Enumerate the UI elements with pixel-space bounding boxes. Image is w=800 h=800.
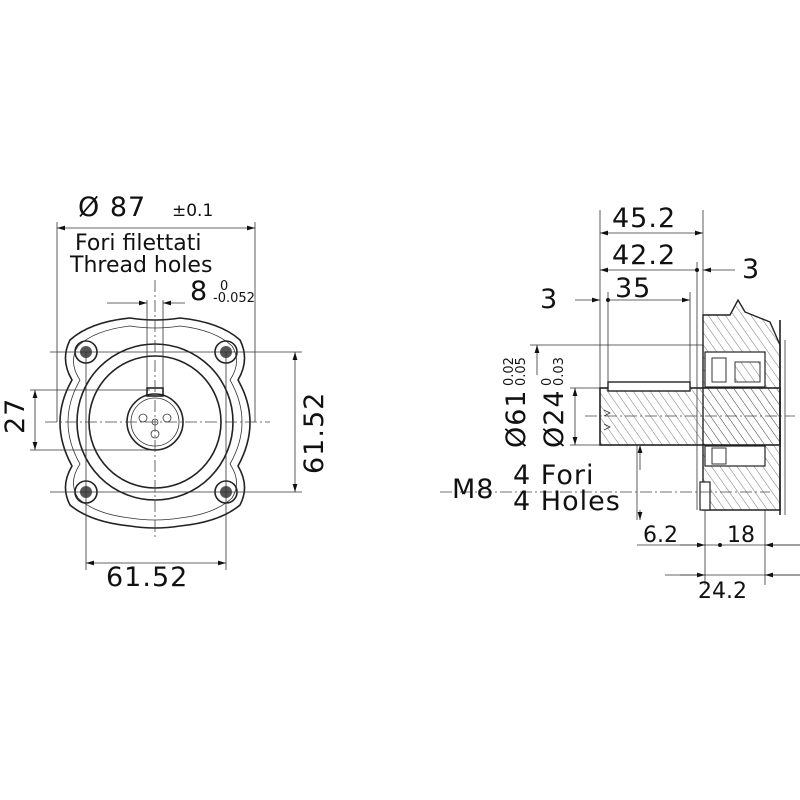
dim-6-2: 6.2 [643, 523, 678, 548]
note-english: Thread holes [69, 253, 212, 278]
flange-outline [59, 317, 251, 529]
key-tol-upper: 0 [220, 279, 228, 294]
dim-24-2: 24.2 [698, 579, 747, 604]
key-tol-lower: -0.052 [213, 291, 255, 306]
shaft-section [599, 387, 781, 446]
pilot-diameter: Ø61 0.02 0.05 [501, 357, 532, 448]
key-width: 8 [190, 276, 208, 307]
holes-english: 4 Holes [513, 486, 621, 517]
bolt-hole [699, 481, 711, 511]
length-35: 35 [615, 273, 651, 304]
offset-left: 3 [540, 284, 558, 315]
dim-18: 18 [727, 523, 755, 548]
diameter-tolerance: ±0.1 [172, 201, 213, 221]
holes-italian: 4 Fori [513, 460, 594, 491]
shaft-tol-upper: 0 [540, 378, 555, 386]
front-view: Ø 87 ±0.1 Fori filettati Thread holes 8 … [0, 192, 330, 593]
side-view: 45.2 42.2 3 35 3 Ø61 0.02 0.05 Ø24 0 0.0… [440, 203, 800, 604]
note-italian: Fori filettati [75, 231, 201, 256]
pilot-dia-value: Ø61 [501, 389, 532, 448]
pilot-tol-upper: 0.02 [502, 357, 517, 386]
bolt-spacing-vertical: 61.52 [299, 392, 330, 474]
flat-height: 27 [0, 398, 31, 434]
offset-right: 3 [742, 254, 760, 285]
shaft-diameter: Ø24 0 0.03 [539, 357, 570, 448]
thread-size: M8 [452, 474, 494, 505]
diameter-label: Ø 87 [78, 192, 146, 223]
shaft-tol-lower: 0.03 [552, 357, 567, 386]
bolt-spacing-horizontal: 61.52 [106, 562, 188, 593]
pilot-tol-lower: 0.05 [514, 357, 529, 386]
length-45-2: 45.2 [612, 203, 676, 234]
shaft-dia-value: Ø24 [539, 389, 570, 448]
key [607, 381, 691, 392]
length-42-2: 42.2 [612, 240, 676, 271]
